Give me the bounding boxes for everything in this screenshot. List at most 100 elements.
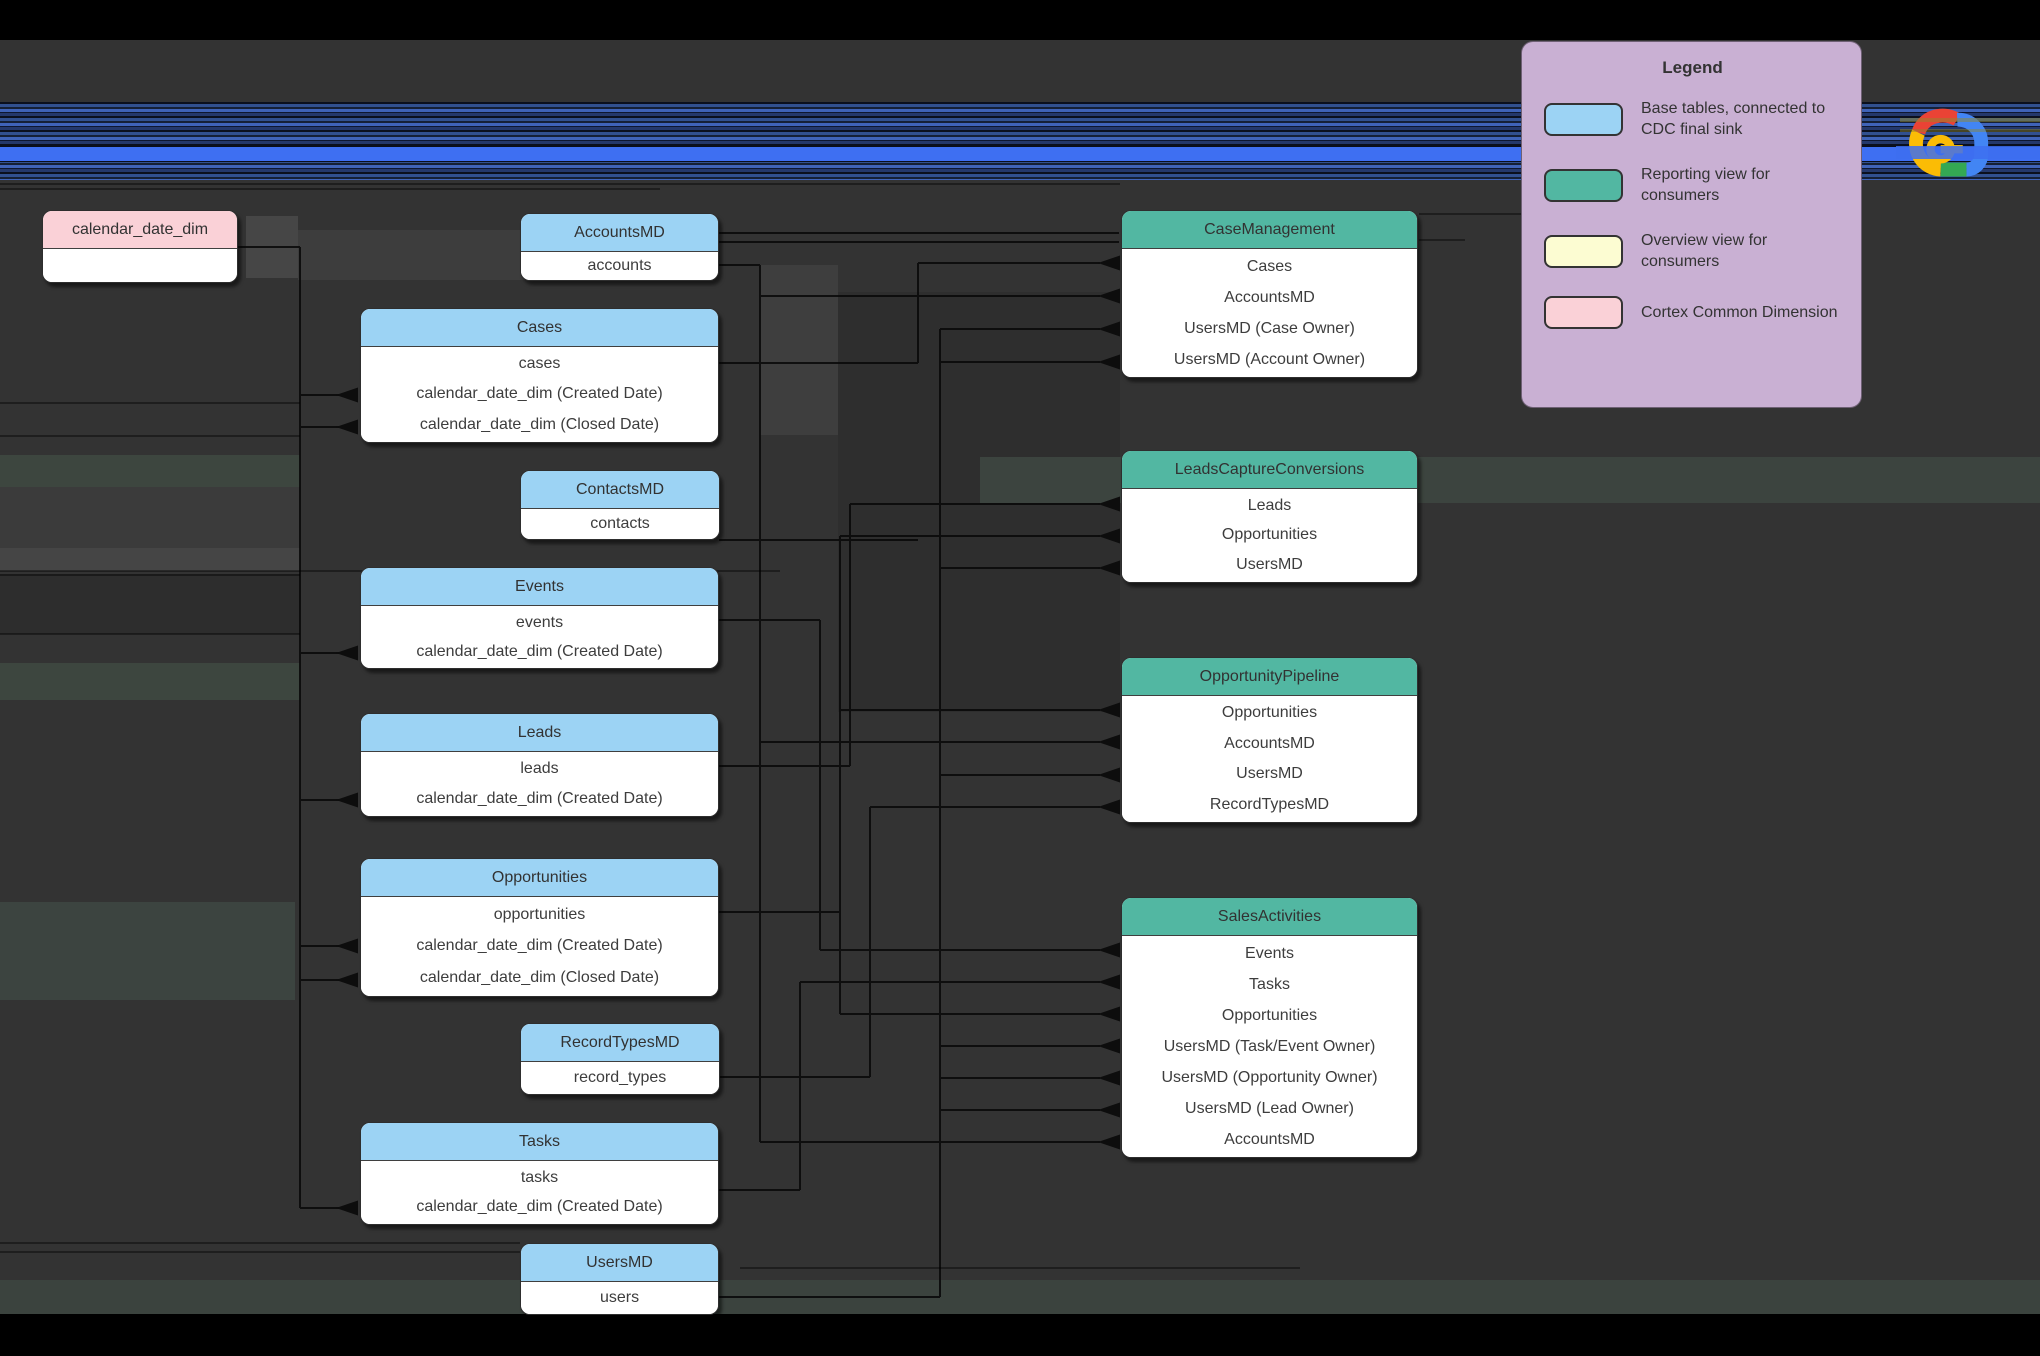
node-title: ContactsMD (521, 471, 719, 509)
bg-patch (298, 230, 535, 280)
node-title: SalesActivities (1122, 898, 1417, 936)
table-row: UsersMD (Account Owner) (1173, 350, 1366, 368)
legend-item-label: Overview view for consumers (1641, 232, 1768, 270)
legend-swatch (1544, 168, 1623, 202)
arrowhead-left-icon (1098, 974, 1120, 990)
table-row: events (515, 613, 564, 631)
table-row: calendar_date_dim (Closed Date) (419, 969, 660, 987)
connector-lines (238, 232, 1119, 1298)
arrowhead-left-icon (336, 792, 358, 808)
table-row: UsersMD (Lead Owner) (1185, 1099, 1354, 1117)
arrowheads (336, 255, 1120, 1216)
legend-swatch (1544, 234, 1623, 268)
legend-swatch (1544, 296, 1623, 329)
node-base-table[interactable]: ContactsMD contacts (520, 470, 720, 540)
table-row: Events (1245, 944, 1294, 962)
node-title: calendar_date_dim (43, 211, 237, 249)
node-rows: record_types (521, 1062, 719, 1094)
table-row: Leads (1247, 496, 1292, 514)
table-row: RecordTypesMD (1209, 795, 1330, 813)
node-rows: events calendar_date_dim (Created Date) (361, 606, 718, 668)
table-row: AccountsMD (1224, 734, 1315, 752)
node-title: UsersMD (521, 1244, 718, 1282)
table-row: UsersMD (Opportunity Owner) (1161, 1068, 1378, 1086)
table-row: Opportunities (1221, 526, 1318, 544)
table-row: calendar_date_dim (Created Date) (416, 385, 663, 403)
legend-item-label: Base tables, connected to CDC final sink (1641, 100, 1826, 138)
node-rows: accounts (521, 252, 718, 280)
arrowhead-left-icon (1098, 288, 1120, 304)
arrowhead-left-icon (1098, 528, 1120, 544)
node-title: Opportunities (361, 859, 718, 897)
node-title: CaseManagement (1122, 211, 1417, 249)
legend-item: Overview view for consumers (1544, 230, 1841, 272)
bg-patch (0, 548, 300, 571)
table-row: UsersMD (1236, 765, 1303, 783)
arrowhead-left-icon (336, 645, 358, 661)
arrowhead-left-icon (1098, 1006, 1120, 1022)
node-title: OpportunityPipeline (1122, 658, 1417, 696)
table-row: Opportunities (1221, 1006, 1318, 1024)
bg-patch (0, 487, 300, 548)
table-row: contacts (590, 515, 650, 532)
table-row: Opportunities (1221, 704, 1318, 722)
legend-item: Cortex Common Dimension (1544, 296, 1841, 329)
cdc-stripe-over-logo (1900, 129, 2040, 132)
legend: Legend Base tables, connected to CDC fin… (1521, 41, 1862, 408)
legend-item: Reporting view for consumers (1544, 164, 1841, 206)
arrowhead-left-icon (1098, 255, 1120, 271)
node-common-dimension[interactable]: calendar_date_dim (42, 210, 238, 283)
arrowhead-left-icon (1098, 496, 1120, 512)
table-row: UsersMD (Case Owner) (1184, 319, 1355, 337)
table-row: calendar_date_dim (Created Date) (416, 937, 663, 955)
legend-item-label: Cortex Common Dimension (1641, 304, 1838, 321)
arrowhead-left-icon (1098, 560, 1120, 576)
table-row: UsersMD (1236, 556, 1303, 574)
node-rows: cases calendar_date_dim (Created Date) cal… (361, 347, 718, 442)
arrowhead-left-icon (1098, 1134, 1120, 1150)
top-black-bar (0, 0, 2040, 40)
legend-item: Base tables, connected to CDC final sink (1544, 98, 1841, 140)
node-title: AccountsMD (521, 214, 718, 252)
table-row: calendar_date_dim (Created Date) (416, 642, 663, 660)
node-base-table[interactable]: Events events calendar_date_dim (Created D… (360, 567, 719, 669)
node-title: Events (361, 568, 718, 606)
table-row: calendar_date_dim (Closed Date) (419, 415, 660, 433)
table-row: cases (518, 355, 561, 373)
arrowhead-left-icon (336, 972, 358, 988)
cdc-stripe-over-logo (1900, 118, 2040, 122)
table-row: calendar_date_dim (Created Date) (416, 1198, 663, 1216)
arrowhead-left-icon (1098, 1070, 1120, 1086)
arrowhead-left-icon (1098, 321, 1120, 337)
node-title: Tasks (361, 1123, 718, 1161)
arrowhead-left-icon (1098, 1102, 1120, 1118)
table-row: Cases (1246, 257, 1293, 275)
table-row: calendar_date_dim (Created Date) (416, 790, 663, 807)
bg-patch (0, 574, 300, 634)
table-row: Tasks (1249, 975, 1290, 993)
arrowhead-left-icon (1098, 702, 1120, 718)
table-row: UsersMD (Task/Event Owner) (1163, 1037, 1376, 1055)
bg-patch (0, 1280, 2040, 1316)
cdc-stripe-over-logo (1896, 146, 2040, 159)
